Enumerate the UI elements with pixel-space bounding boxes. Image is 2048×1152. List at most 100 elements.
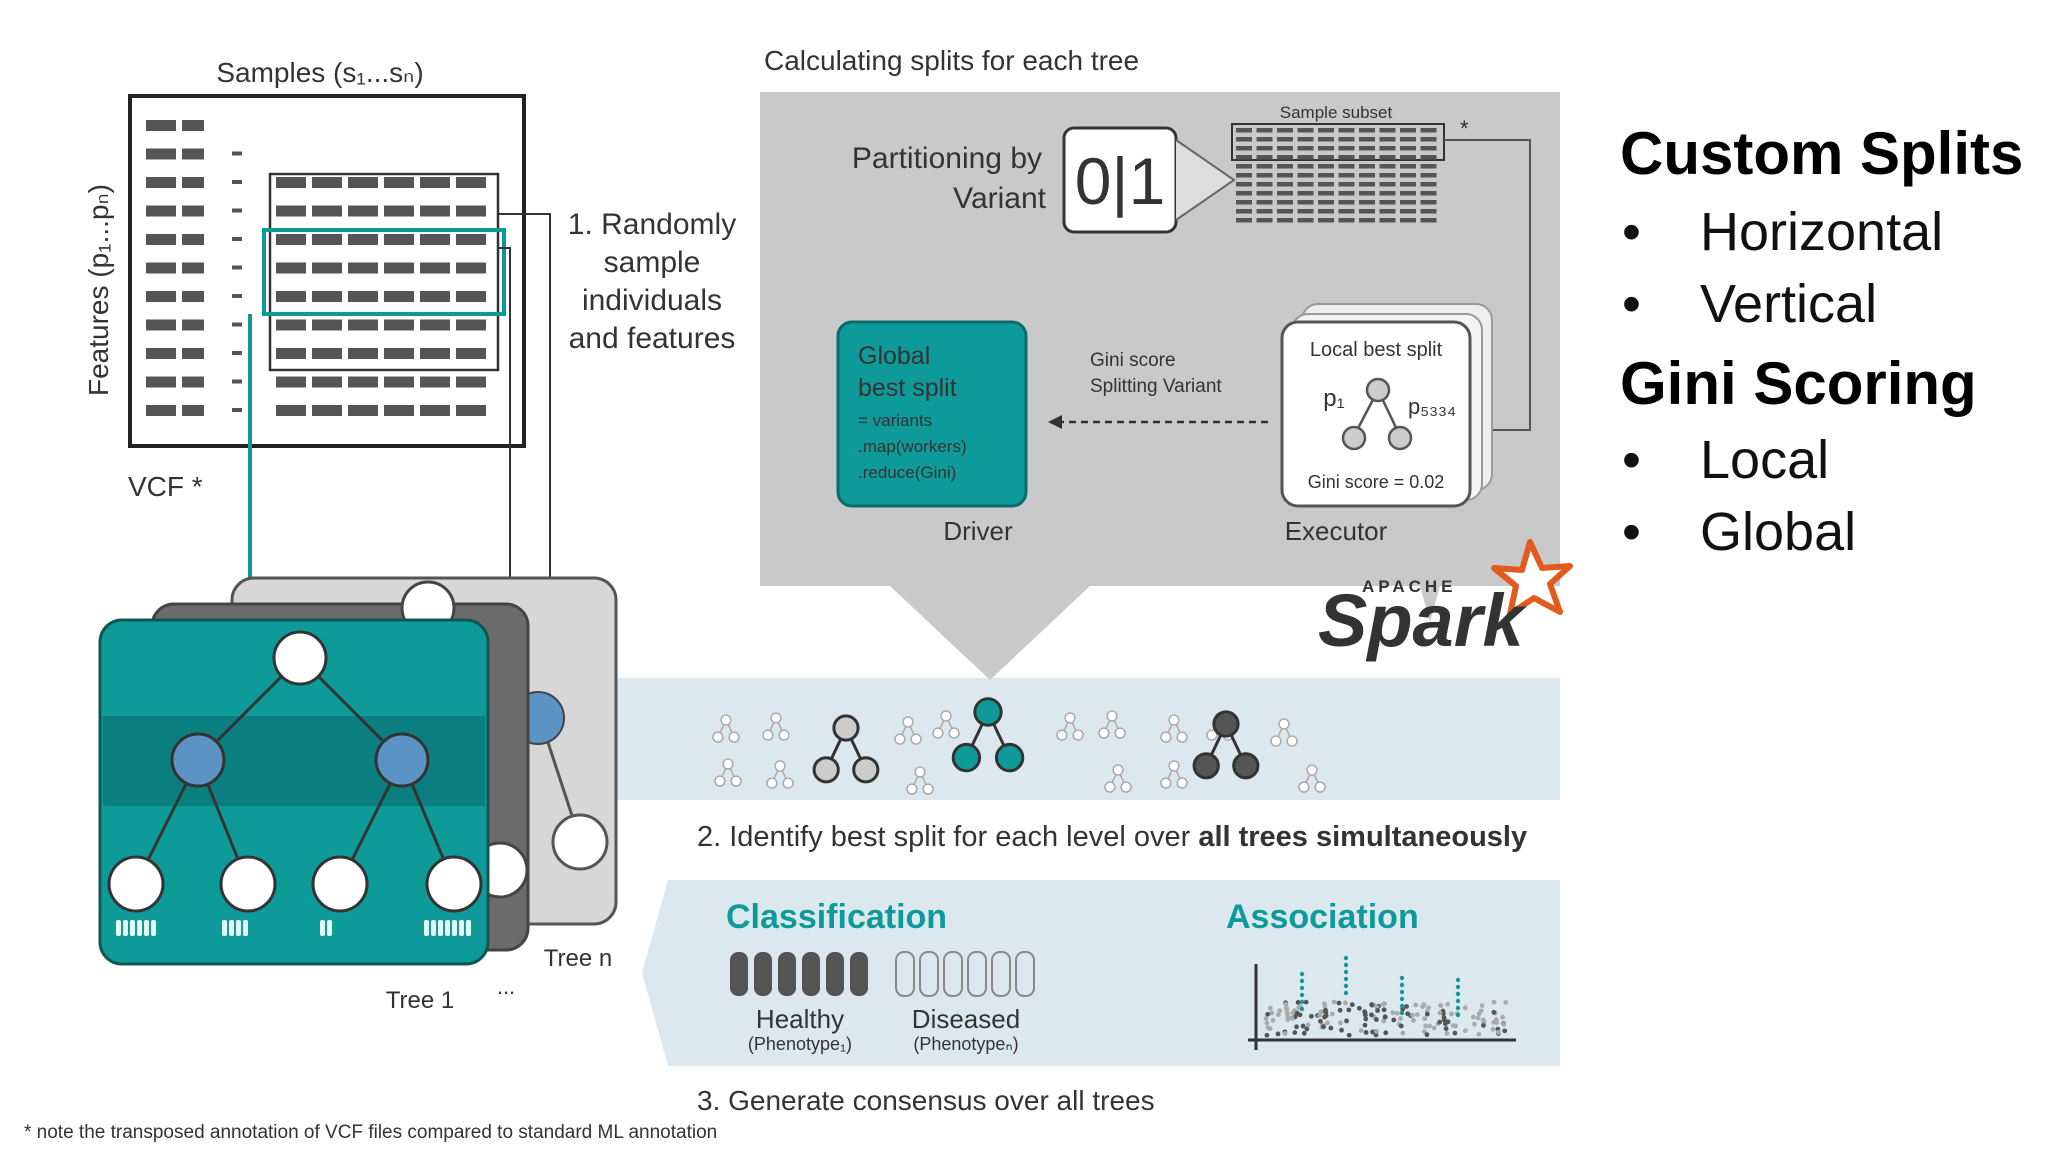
leaf-sample-glyph	[466, 920, 471, 936]
outcome-panel	[642, 880, 1560, 1066]
manhattan-dot	[1437, 1010, 1443, 1016]
step1-label: 1. Randomly sample individuals and featu…	[568, 208, 736, 355]
manhattan-dot	[1318, 1009, 1324, 1015]
calc-title: Calculating splits for each tree	[764, 45, 1139, 76]
vcf-sample-cell	[276, 262, 306, 274]
manhattan-hit	[1455, 1012, 1461, 1018]
manhattan-dot	[1476, 1031, 1482, 1037]
manhattan-dot	[1264, 1032, 1270, 1038]
features-label: Features (p₁...pₙ)	[83, 184, 114, 396]
manhattan-dot	[1339, 1027, 1344, 1033]
subset-cell	[1359, 173, 1375, 178]
vcf-dash	[232, 408, 242, 412]
band-mini-trees	[712, 697, 1326, 795]
healthy-label: Healthy	[756, 1004, 844, 1034]
manhattan-dot	[1479, 1003, 1485, 1008]
subset-cell	[1420, 146, 1437, 151]
leaf-sample-glyph	[327, 920, 332, 936]
manhattan-dot	[1300, 1023, 1306, 1029]
driver-box	[836, 320, 1028, 508]
leaf-sample-glyph	[229, 920, 234, 936]
manhattan-dot	[1337, 1020, 1343, 1026]
manhattan-hit	[1299, 978, 1305, 984]
subset-cell	[1338, 182, 1355, 187]
band-mini-tree	[906, 766, 934, 795]
diseased-sub: (Phenotypeₙ)	[913, 1034, 1018, 1054]
vcf-sample-cell	[312, 319, 342, 331]
vcf-label: VCF *	[128, 471, 203, 502]
split-band	[520, 678, 1560, 800]
bullet-global: Global	[1700, 502, 1856, 562]
vcf-sample-cell	[276, 348, 306, 359]
vcf-feature-cell	[146, 262, 176, 274]
healthy-glyph	[778, 952, 796, 996]
subset-cell	[1256, 137, 1273, 142]
vcf-sample-cell	[456, 234, 486, 245]
svg-text:Spark: Spark	[1318, 579, 1528, 662]
subset-cell	[1420, 209, 1437, 214]
manhattan-dot	[1394, 1010, 1400, 1016]
manhattan-dot	[1277, 1008, 1283, 1014]
manhattan-dot	[1294, 1010, 1300, 1016]
subset-cell	[1400, 128, 1416, 133]
svg-text:sample: sample	[604, 246, 701, 279]
sample-subset-label: Sample subset	[1280, 103, 1393, 122]
healthy-sub: (Phenotype₁)	[748, 1034, 852, 1054]
svg-text:Gini score: Gini score	[1090, 350, 1176, 371]
subset-cell	[1277, 191, 1293, 196]
vcf-sample-cell	[348, 234, 378, 245]
classification-title: Classification	[726, 898, 947, 936]
manhattan-dot	[1337, 1007, 1343, 1013]
subset-cell	[1379, 182, 1396, 187]
gini-value: Gini score = 0.02	[1308, 472, 1445, 492]
svg-text:best split: best split	[858, 374, 957, 402]
manhattan-dot	[1264, 1020, 1270, 1026]
subset-cell	[1297, 137, 1314, 142]
subset-cell	[1236, 200, 1252, 205]
manhattan-dot	[1449, 1011, 1454, 1017]
custom-splits-heading: Custom Splits	[1620, 120, 2023, 187]
subset-cell	[1379, 155, 1396, 160]
right-summary-panel: Custom Splits • Horizontal • Vertical Gi…	[1620, 120, 2023, 562]
manhattan-dot	[1491, 1019, 1497, 1025]
vcf-sample-cell	[312, 376, 342, 388]
manhattan-hit	[1299, 1006, 1305, 1012]
tree-n-node	[551, 813, 609, 871]
manhattan-dot	[1431, 1025, 1437, 1031]
vcf-sample-cell	[420, 405, 450, 416]
vcf-sample-cell	[312, 177, 342, 188]
vcf-sample-cell	[456, 376, 486, 388]
subset-cell	[1338, 155, 1355, 160]
manhattan-hit	[1343, 955, 1349, 961]
sample-subset-box	[1231, 123, 1445, 161]
manhattan-dot	[1294, 1024, 1299, 1030]
manhattan-dot	[1265, 1011, 1271, 1017]
vcf-feature-cell	[182, 291, 204, 302]
executor-box	[1280, 320, 1472, 508]
manhattan-dot	[1452, 1030, 1458, 1036]
svg-text:Splitting Variant: Splitting Variant	[1090, 376, 1222, 397]
subset-cell	[1318, 155, 1334, 160]
subset-cell	[1277, 209, 1293, 214]
association-plot	[1248, 955, 1516, 1050]
vcf-sample-cell	[348, 205, 378, 217]
vcf-dash	[232, 237, 242, 241]
subset-cell	[1318, 182, 1334, 187]
manhattan-dot	[1295, 1000, 1301, 1005]
subset-cell	[1256, 164, 1273, 169]
leaf-sample-glyph	[236, 920, 241, 936]
subset-cell	[1256, 173, 1273, 178]
manhattan-dot	[1363, 1012, 1368, 1018]
leaf-sample-glyph	[144, 920, 149, 936]
bullet-local: Local	[1700, 430, 1829, 490]
manhattan-dot	[1263, 1016, 1269, 1021]
vcf-feature-cell	[146, 376, 176, 388]
vcf-sample-cell	[276, 405, 306, 416]
vcf-sample-cell	[348, 291, 378, 302]
subset-cell	[1400, 173, 1416, 178]
vcf-sample-cell	[456, 348, 486, 359]
manhattan-dot	[1470, 1014, 1476, 1020]
subset-cell	[1318, 191, 1334, 196]
calc-panel	[760, 92, 1560, 680]
subset-cell	[1318, 200, 1334, 205]
